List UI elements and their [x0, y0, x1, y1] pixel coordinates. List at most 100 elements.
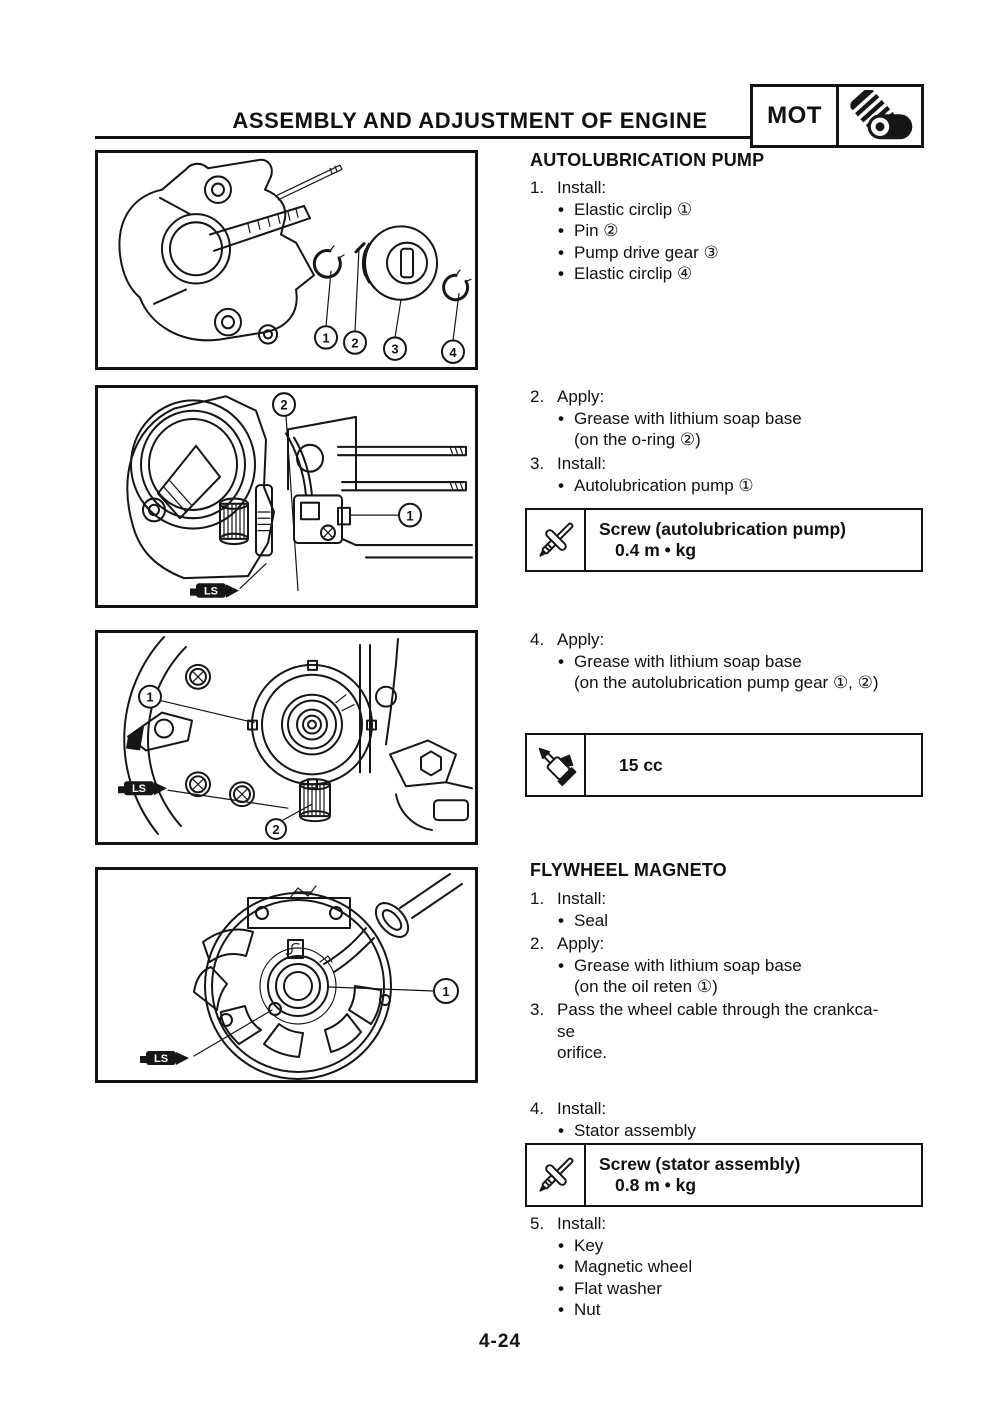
torque-wrench-icon [527, 510, 586, 570]
list-item: Nut [530, 1299, 936, 1321]
flywheel-step-2: 2. Apply: Grease with lithium soap base … [530, 933, 936, 998]
step-number: 5. [530, 1214, 545, 1233]
list-item: Flat washer [530, 1278, 936, 1300]
list-item-text: Nut [574, 1300, 601, 1319]
figure-1-illustration: 1 2 3 4 [118, 158, 472, 364]
flywheel-step-4: 4. Install: Stator assembly [530, 1098, 936, 1141]
list-item-text: Elastic circlip ④ [574, 264, 693, 283]
list-item: Elastic circlip ④ [530, 263, 936, 285]
list-item-continuation: (on the oil reten ①) [574, 977, 718, 996]
step-line: 3. Install: [530, 453, 936, 475]
step-number: 2. [530, 387, 545, 406]
svg-text:3: 3 [391, 342, 398, 357]
section-badge: MOT [750, 84, 924, 148]
step-action: Install: [557, 889, 607, 908]
step-action: Install: [557, 1099, 607, 1118]
list-item-continuation: (on the autolubrication pump gear ①, ②) [574, 673, 879, 692]
list-item: Grease with lithium soap base [530, 955, 936, 977]
section-heading-autolube: AUTOLUBRICATION PUMP [530, 150, 765, 170]
step-line: 1. Install: [530, 888, 936, 910]
capacity-value: 15 cc [619, 754, 663, 775]
capacity-spec-box: 15 cc [525, 733, 923, 797]
list-item: Pump drive gear ③ [530, 242, 936, 264]
torque-spec-line2: 0.8 m • kg [615, 1175, 697, 1195]
grease-ls-symbol: LS [190, 583, 239, 598]
figure-2-illustration: 2 1 LS [126, 392, 473, 598]
torque-spec-line2: 0.4 m • kg [615, 540, 697, 560]
title-rule [95, 136, 753, 139]
badge-icon-cell [839, 87, 921, 145]
svg-text:LS: LS [132, 783, 146, 795]
figure-1-callouts: 1 2 3 4 [314, 325, 465, 364]
step-action: Apply: [557, 630, 605, 649]
torque-spec-box-stator: Screw (stator assembly) 0.8 m • kg [525, 1143, 923, 1207]
torque-spec-text: Screw (autolubrication pump) 0.4 m • kg [586, 510, 921, 570]
list-item-text: Pin ② [574, 221, 619, 240]
step-number: 3. [530, 1000, 545, 1019]
list-item: Grease with lithium soap base [530, 408, 936, 430]
svg-text:LS: LS [154, 1053, 168, 1065]
autolube-step-2: 2. Apply: Grease with lithium soap base … [530, 386, 936, 451]
figure-4-illustration: 1 LS [140, 873, 463, 1080]
page-title: ASSEMBLY AND ADJUSTMENT OF ENGINE [232, 108, 708, 133]
step-text-continuation: se [557, 1021, 575, 1041]
step-action: Install: [557, 178, 607, 197]
grease-ls-symbol: LS [140, 1051, 189, 1065]
list-item-text: Grease with lithium soap base [574, 408, 802, 428]
list-item: Autolubrication pump ① [530, 475, 936, 497]
svg-text:LS: LS [204, 586, 219, 598]
flywheel-step-3: 3. Pass the wheel cable through the cran… [530, 999, 936, 1064]
list-item: Pin ② [530, 220, 936, 242]
step-line: 2. Apply: [530, 933, 936, 955]
figure-2-callouts: 2 1 [272, 392, 422, 528]
step-number: 4. [530, 1099, 545, 1118]
list-item-text: Key [574, 1235, 604, 1255]
step-number: 4. [530, 630, 545, 649]
step-action: Apply: [557, 387, 605, 406]
list-item: Stator assembly [530, 1120, 936, 1142]
figure-autolube-pump: 2 1 LS [95, 385, 478, 608]
figure-4-callouts: 1 [433, 978, 459, 1004]
step-line: 4. Apply: [530, 629, 936, 651]
figure-3-illustration: 1 2 LS [118, 635, 473, 841]
svg-text:2: 2 [272, 822, 279, 837]
step-text-continuation: orifice. [557, 1043, 608, 1062]
list-item-text: Autolubrication pump ① [574, 475, 754, 495]
step-line: 3. Pass the wheel cable through the cran… [530, 999, 936, 1021]
svg-text:1: 1 [322, 330, 329, 345]
list-item-text: Magnetic wheel [574, 1257, 693, 1276]
flywheel-step-1: 1. Install: Seal [530, 888, 936, 931]
flywheel-step-5: 5. Install: Key Magnetic wheel Flat wash… [530, 1213, 936, 1321]
step-number: 2. [530, 934, 545, 953]
step-number: 3. [530, 454, 545, 473]
torque-wrench-icon [527, 1145, 586, 1205]
list-item-text: Grease with lithium soap base [574, 955, 802, 975]
list-item-text: Stator assembly [574, 1120, 696, 1140]
page-number: 4-24 [478, 1331, 522, 1352]
grease-ls-symbol: LS [118, 781, 167, 795]
figure-3-callouts: 1 2 [138, 684, 287, 841]
autolube-step-4: 4. Apply: Grease with lithium soap base … [530, 629, 936, 694]
list-item-text: Seal [574, 910, 609, 930]
grease-gun-icon [527, 735, 586, 795]
torque-spec-line1: Screw (stator assembly) [599, 1154, 801, 1174]
step-line: 5. Install: [530, 1213, 936, 1235]
step-text: Pass the wheel cable through the crankca… [557, 1000, 879, 1019]
step-number: 1. [530, 178, 545, 197]
step-line: 1. Install: [530, 177, 936, 199]
svg-text:1: 1 [442, 984, 449, 999]
step-number: 1. [530, 889, 545, 908]
list-item-continuation: (on the o-ring ②) [574, 430, 701, 449]
svg-text:2: 2 [280, 398, 287, 413]
list-item-text: Grease with lithium soap base [574, 651, 802, 671]
autolube-step-3: 3. Install: Autolubrication pump ① [530, 453, 936, 496]
list-item: Key [530, 1235, 936, 1257]
step-line: 4. Install: [530, 1098, 936, 1120]
svg-text:1: 1 [406, 508, 413, 523]
list-item-text: Flat washer [574, 1278, 662, 1298]
list-item-text: Elastic circlip ① [574, 199, 693, 219]
step-line: 2. Apply: [530, 386, 936, 408]
step-action: Install: [557, 454, 607, 473]
svg-text:4: 4 [449, 345, 457, 360]
